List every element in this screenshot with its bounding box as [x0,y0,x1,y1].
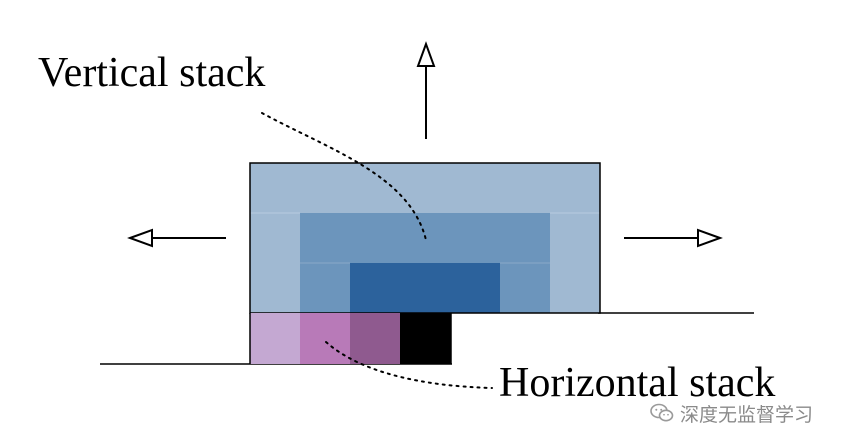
horizontal-stack [249,313,452,364]
vertical-stack-inner [350,263,500,313]
leader-horizontal [325,341,493,389]
wechat-icon [650,403,674,422]
arrow-up-icon [416,41,436,139]
vertical-stack [249,162,601,314]
horizontal-cell-3 [350,313,400,364]
vertical-stack-label: Vertical stack [38,50,266,96]
watermark-text: 深度无监督学习 [680,403,814,426]
horizontal-cell-1 [250,313,300,364]
arrow-right-icon [624,228,723,248]
leader-vertical [261,112,427,241]
watermark: 深度无监督学习 [650,400,813,426]
arrow-left-icon [127,228,226,248]
horizontal-cell-4 [400,313,451,364]
horizontal-stack-label: Horizontal stack [499,360,776,406]
horizontal-cell-2 [300,313,350,364]
